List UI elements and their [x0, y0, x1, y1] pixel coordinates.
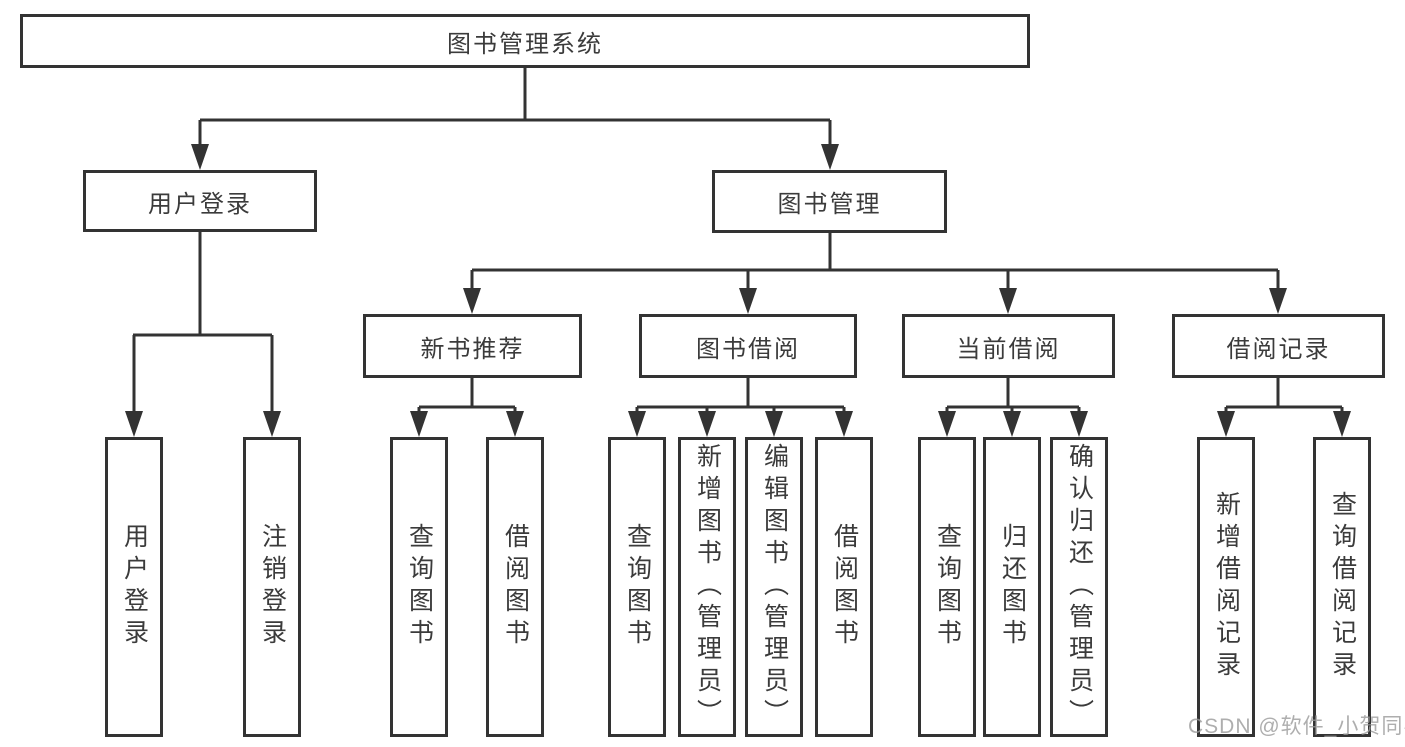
node-book-management: 图书管理	[712, 170, 947, 233]
leaf-query-books-borrowing: 查询图书	[608, 437, 666, 737]
leaf-logout: 注销登录	[243, 437, 301, 737]
node-user-login: 用户登录	[83, 170, 317, 232]
leaf-borrow-books-recommend: 借阅图书	[486, 437, 544, 737]
leaf-user-login: 用户登录	[105, 437, 163, 737]
leaf-return-books: 归还图书	[983, 437, 1041, 737]
leaf-add-borrow-record: 新增借阅记录	[1197, 437, 1255, 737]
leaf-query-books-current: 查询图书	[918, 437, 976, 737]
leaf-confirm-return-admin: 确认归还（管理员）	[1050, 437, 1108, 737]
leaf-add-books-admin: 新增图书（管理员）	[678, 437, 736, 737]
node-borrowing-records: 借阅记录	[1172, 314, 1385, 378]
leaf-query-borrow-record: 查询借阅记录	[1313, 437, 1371, 737]
csdn-watermark: CSDN @软件_小贺同学	[1188, 715, 1405, 738]
leaf-query-books-recommend: 查询图书	[390, 437, 448, 737]
leaf-borrow-books-borrowing: 借阅图书	[815, 437, 873, 737]
node-new-book-recommendation: 新书推荐	[363, 314, 582, 378]
leaf-edit-books-admin: 编辑图书（管理员）	[745, 437, 803, 737]
node-book-borrowing: 图书借阅	[639, 314, 857, 378]
node-root-library-system: 图书管理系统	[20, 14, 1030, 68]
node-current-borrowing: 当前借阅	[902, 314, 1115, 378]
